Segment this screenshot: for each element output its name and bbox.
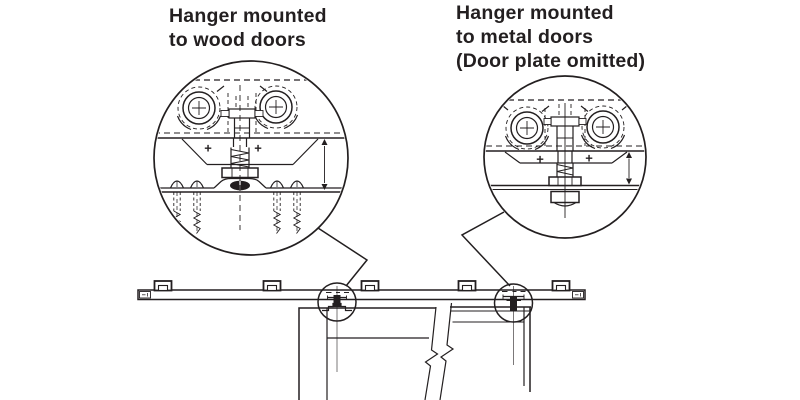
dimension-arrows: [321, 139, 328, 190]
metal-hanger-detail-circle: + +: [483, 75, 647, 239]
mini-hanger-right: [502, 291, 526, 312]
center-mark: +: [585, 151, 593, 166]
hanger-bolt-assembly: [220, 93, 264, 138]
break-lines: [424, 302, 455, 400]
track-rail: [137, 289, 586, 301]
center-mark: +: [536, 152, 544, 167]
wood-screw-icon: [189, 180, 205, 235]
leader-line-wood: [317, 227, 369, 287]
wood-screw-icon: [269, 180, 285, 235]
wood-hanger-detail-circle: + +: [153, 60, 349, 256]
track-end-cap-left: [139, 291, 151, 299]
roller-icon: [253, 85, 299, 130]
track-assembly: [137, 280, 586, 301]
dimension-arrows: [626, 152, 632, 185]
hanger-position-circle-left: [317, 282, 357, 322]
door-mounting-plate: [158, 177, 344, 191]
metal-callout-title-line2: to metal doors: [456, 26, 594, 48]
center-mark: +: [204, 141, 212, 156]
track-mounting-clip: [360, 280, 380, 292]
wood-screw-icon: [289, 180, 305, 235]
wood-callout-title-line2: to wood doors: [169, 29, 306, 51]
track-mounting-clip: [551, 280, 571, 292]
wood-callout-title-line1: Hanger mounted: [169, 5, 327, 27]
leader-line-metal: [460, 211, 511, 287]
metal-callout-title: Hanger mounted to metal doors (Door plat…: [456, 1, 645, 73]
track-mounting-clip: [457, 280, 477, 292]
hanger-body-plate: + +: [181, 138, 319, 166]
track-mounting-clip: [153, 280, 173, 292]
metal-callout-title-line3: (Door plate omitted): [456, 50, 646, 72]
wood-callout-title: Hanger mounted to wood doors: [169, 4, 327, 52]
wood-door-elevation: [298, 286, 436, 400]
roller-icon: [504, 106, 550, 151]
mini-hanger-left: [322, 292, 352, 312]
metal-callout-title-line1: Hanger mounted: [456, 2, 614, 24]
roller-icon: [580, 105, 626, 150]
hanger-body-plate: + +: [504, 151, 628, 167]
track-mounting-clip: [262, 280, 282, 292]
roller-icon: [176, 86, 222, 131]
metal-door-elevation: [450, 286, 531, 392]
hanger-position-circle-right: [493, 283, 534, 323]
track-end-cap-right: [572, 291, 584, 299]
center-mark: +: [254, 141, 262, 156]
